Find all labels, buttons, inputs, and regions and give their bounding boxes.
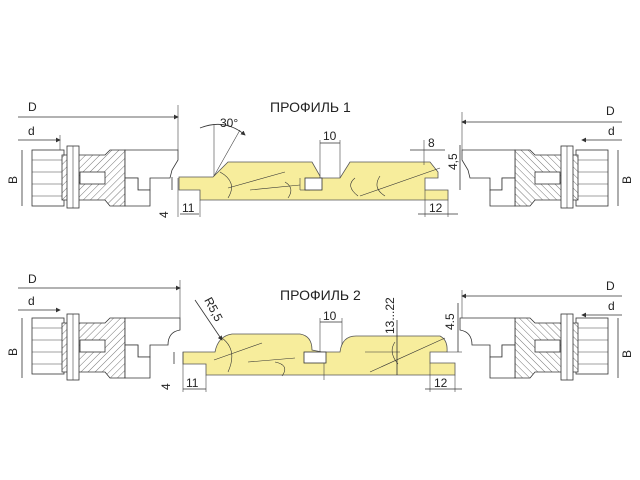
- profile2-left-D: D: [28, 272, 37, 286]
- profile2-left-d: d: [28, 294, 35, 308]
- profile2-right-d: d: [608, 299, 615, 313]
- profile1-tongue-length: 11: [182, 201, 195, 215]
- profile1-groove-depth: 12: [429, 201, 443, 215]
- profile1-left-d: d: [28, 124, 35, 138]
- profile1-title: ПРОФИЛЬ 1: [270, 99, 351, 115]
- profile1-right-cutter: [461, 145, 609, 209]
- profile2-right-D: D: [606, 279, 615, 293]
- profile2-left-B: B: [6, 348, 20, 356]
- profile1-angle: 30°: [220, 116, 238, 130]
- profile2-tongue-length: 11: [186, 376, 199, 390]
- profile1-right-D: D: [606, 104, 615, 118]
- profile2-groove-width: 10: [323, 309, 337, 323]
- profile1-tongue-offset: 4: [157, 211, 171, 218]
- profile2-left-cutter: [31, 313, 181, 381]
- profile1-chamfer-depth: 4,5: [446, 153, 460, 170]
- profile2-right-cutter: [459, 313, 609, 381]
- profile2-title: ПРОФИЛЬ 2: [280, 287, 361, 303]
- profile2-groove-depth: 12: [434, 376, 448, 390]
- profile1-right-B: B: [620, 176, 634, 184]
- profile1-chamfer: 8: [428, 136, 435, 150]
- profile2-thickness: 13...22: [383, 297, 397, 334]
- profile2-tongue-offset: 4: [159, 383, 173, 390]
- profile1-groove-width: 10: [323, 129, 337, 143]
- profile1-right-d: d: [608, 124, 615, 138]
- profile2-radius: R5,5: [201, 295, 225, 324]
- profile1-left-cutter: [31, 145, 179, 209]
- profile2-edge-depth: 4.5: [443, 313, 457, 330]
- profile1-left-B: B: [6, 176, 20, 184]
- profile1-left-D: D: [28, 100, 37, 114]
- profile2-right-B: B: [620, 350, 634, 358]
